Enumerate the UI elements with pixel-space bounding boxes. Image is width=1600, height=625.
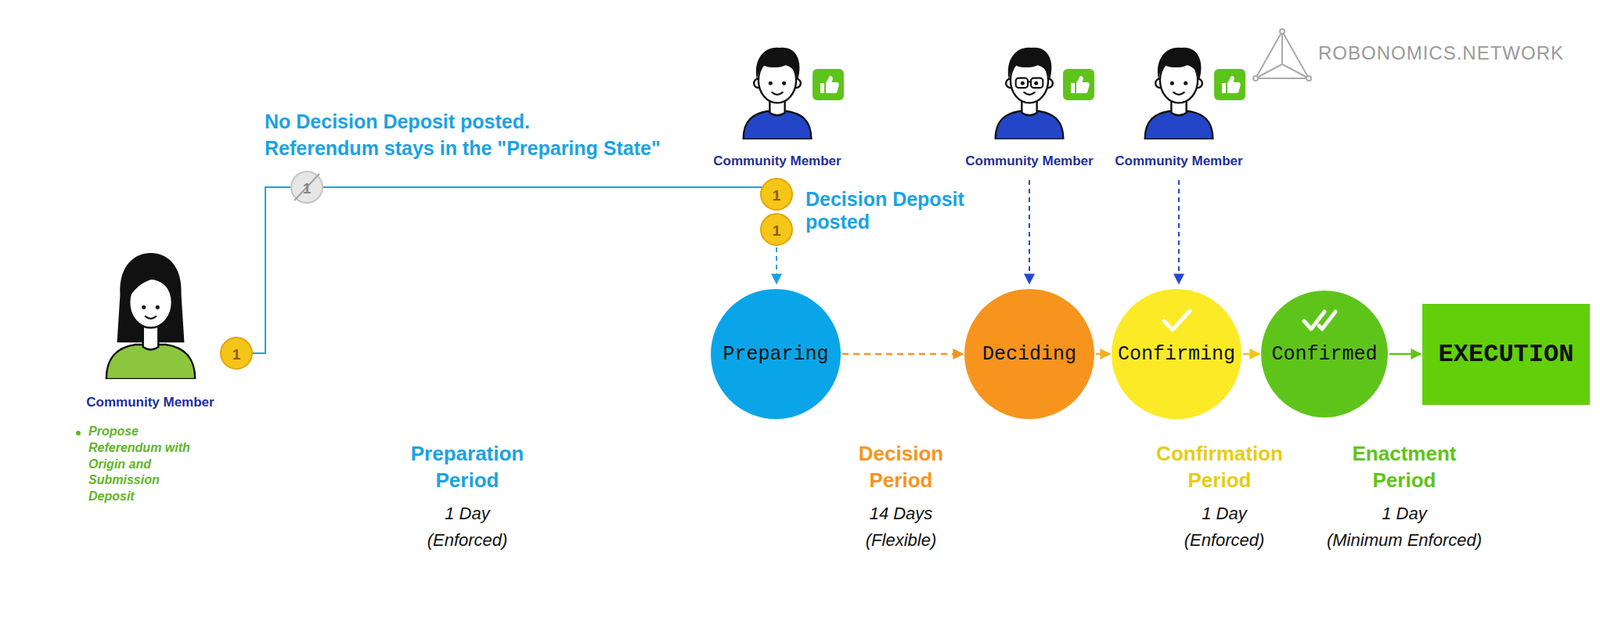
node-text: EXECUTION	[1438, 339, 1575, 369]
period-duration: 1 Day	[1381, 503, 1427, 524]
execution-box: EXECUTION	[1422, 303, 1590, 405]
person-label: Community Member	[86, 394, 214, 411]
node-text: Confirmed	[1271, 342, 1377, 366]
coin-number: 1	[772, 187, 782, 203]
man-figure	[995, 47, 1064, 140]
state-circle: Confirming	[1111, 288, 1242, 419]
man-figure	[1145, 47, 1214, 140]
coin-number: 1	[232, 346, 242, 362]
watermark: ROBONOMICS.NETWORK	[1318, 42, 1564, 65]
coin	[760, 213, 793, 246]
period-rule: (Flexible)	[865, 529, 937, 551]
period-title: Enactment Period	[1329, 440, 1479, 494]
person-label: Community Member	[1114, 153, 1243, 170]
circle-fill	[1111, 288, 1242, 419]
coin-strike	[294, 173, 320, 201]
thumb-icon	[812, 68, 844, 101]
leader-arrow	[775, 247, 778, 284]
woman-figure	[106, 252, 195, 379]
thumb-icon	[1063, 68, 1095, 101]
state-circle: Confirmed	[1261, 290, 1388, 418]
node-text: Deciding	[982, 342, 1077, 366]
person-label: Community Member	[965, 153, 1093, 170]
thumb-icon	[1214, 68, 1246, 101]
bullet-note: Propose Referendum with Origin and Submi…	[88, 423, 199, 505]
period-title: Preparation Period	[392, 440, 542, 494]
check-mark	[1304, 311, 1336, 329]
flow-arrow	[1243, 353, 1260, 356]
period-duration: 14 Days	[869, 503, 934, 524]
leader-arrow	[1178, 180, 1180, 284]
period-rule: (Minimum Enforced)	[1326, 529, 1482, 551]
coin-number: 1	[302, 180, 312, 196]
period-title: Decision Period	[826, 440, 976, 494]
node-text: Confirming	[1117, 342, 1236, 366]
coin-grey	[291, 171, 323, 203]
period-title: Confirmation Period	[1145, 440, 1294, 494]
flow-arrow	[842, 353, 963, 356]
deposit-line	[252, 187, 292, 354]
leader-arrow	[1028, 180, 1031, 284]
circle-fill	[1261, 290, 1388, 418]
flow-arrow	[1095, 353, 1110, 356]
deposit-line	[322, 186, 763, 188]
check-mark	[1163, 310, 1190, 330]
state-circle: Deciding	[964, 288, 1095, 419]
coin	[760, 178, 793, 210]
period-duration: 1 Day	[1201, 503, 1247, 524]
state-circle: Preparing	[710, 288, 841, 419]
logo-mark	[1253, 28, 1312, 81]
circle-fill	[964, 288, 1095, 419]
bullet-dot	[75, 430, 81, 436]
period-rule: (Enforced)	[1184, 529, 1265, 551]
circle-fill	[710, 288, 841, 419]
status-note: Decision Deposit posted	[805, 187, 1017, 234]
flow-arrow	[1389, 353, 1421, 356]
man-figure	[743, 47, 812, 140]
node-text: Preparing	[722, 342, 829, 366]
status-note: No Decision Deposit posted.	[264, 110, 530, 134]
period-duration: 1 Day	[444, 503, 490, 524]
period-rule: (Enforced)	[427, 529, 509, 551]
status-note: Referendum stays in the "Preparing State…	[264, 136, 661, 160]
coin-number: 1	[772, 223, 782, 238]
coin	[220, 337, 253, 369]
person-label: Community Member	[713, 153, 841, 170]
